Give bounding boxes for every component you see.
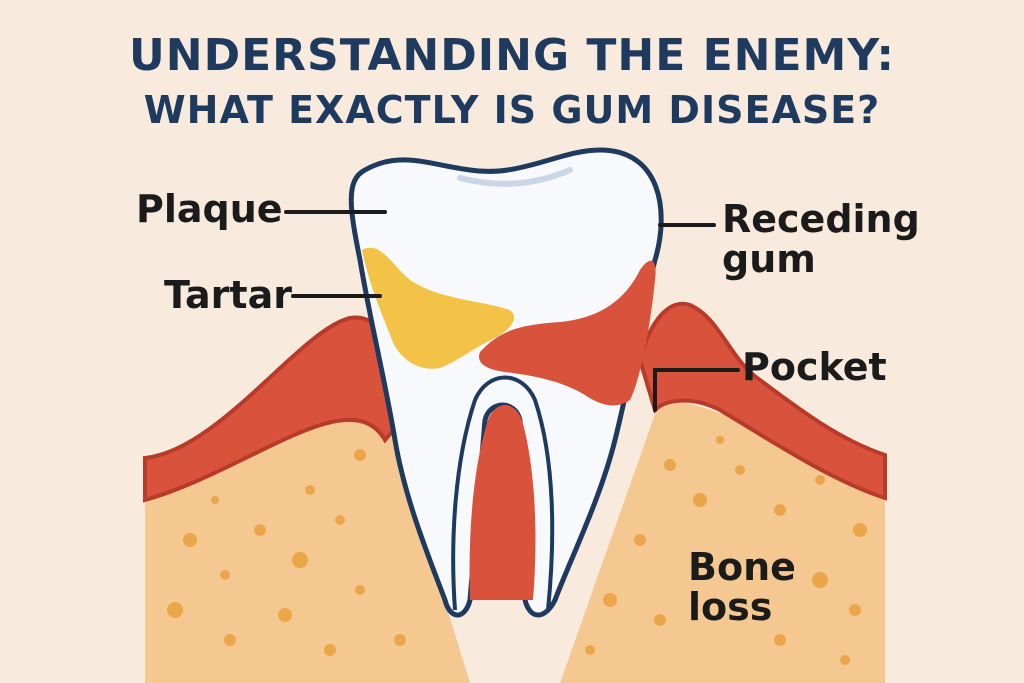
title-line-2: WHAT EXACTLY IS GUM DISEASE? [143,88,881,132]
bone-dots [167,436,867,665]
tartar-deposit [362,247,515,369]
pointer-lines [284,210,740,412]
label-receding-gum: Receding gum [722,197,942,281]
label-plaque: Plaque [136,187,283,231]
label-pocket: Pocket [742,345,887,389]
label-receding-gum-line2: gum [722,236,816,281]
pulp [469,405,536,600]
enamel-highlight [457,167,573,187]
label-bone-loss-line1: Bone [688,545,796,589]
gum-tissue-right [637,301,887,501]
receding-gum [479,260,656,406]
label-bone-loss-line2: loss [688,584,773,629]
bone-tissue [145,389,885,683]
label-bone-loss: Bone loss [688,545,848,629]
root-canal [451,375,555,611]
tooth [348,147,664,618]
title-line-1: UNDERSTANDING THE ENEMY: [129,30,895,81]
label-tartar: Tartar [164,273,292,317]
label-receding-gum-line1: Receding [722,197,920,241]
